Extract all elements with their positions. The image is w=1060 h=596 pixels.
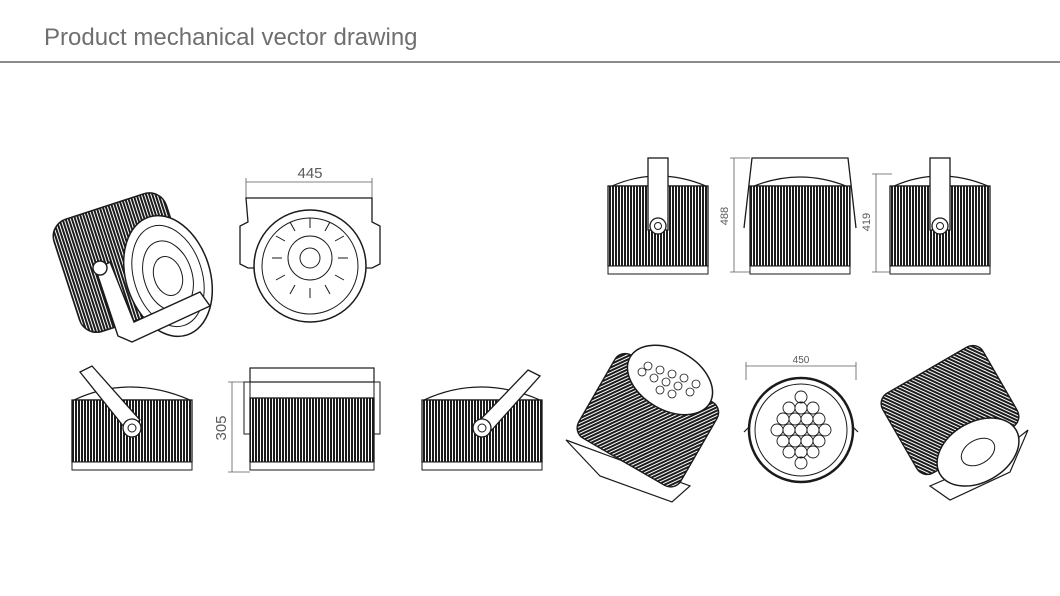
view-side-full-height: 488	[719, 157, 857, 275]
view-perspective-rear	[880, 344, 1029, 501]
dim-488: 488	[719, 207, 731, 225]
view-side-mid-height: 419	[861, 157, 991, 275]
view-front-face: 445	[239, 165, 381, 323]
view-front-elevation: 305	[213, 367, 381, 473]
view-perspective-front	[565, 344, 720, 503]
header-divider	[0, 61, 1060, 63]
view-led-face: 450	[743, 355, 859, 484]
view-perspective-back	[52, 192, 214, 343]
dim-445: 445	[297, 165, 322, 182]
dim-450: 450	[793, 355, 810, 366]
view-side-left	[71, 365, 193, 471]
page-title: Product mechanical vector drawing	[44, 24, 418, 51]
dim-419: 419	[861, 213, 873, 231]
page-header: Product mechanical vector drawing	[0, 0, 1060, 64]
dim-305: 305	[213, 415, 230, 440]
view-side-upright	[607, 157, 709, 275]
view-side-right	[421, 369, 543, 471]
